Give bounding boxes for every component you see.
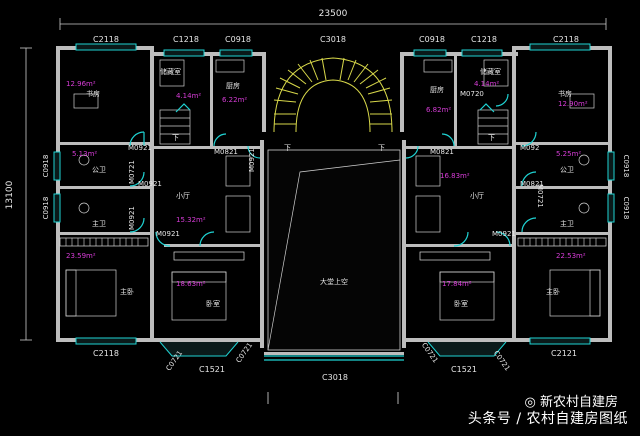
room-name: 主卫 [560, 219, 574, 228]
room-name: 小厅 [470, 191, 484, 200]
central-void [267, 149, 401, 351]
window-label-top: C0918 [419, 35, 445, 44]
room-name: 储藏室 [480, 67, 501, 76]
window-label-bottom: C2121 [551, 349, 577, 358]
door-label: M0720 [460, 90, 484, 98]
window-label-bottom: C3018 [322, 373, 348, 382]
window-label-top: C1218 [471, 35, 497, 44]
stair-down-label: 下 [284, 144, 291, 152]
room-name: 书房 [558, 89, 572, 98]
room-area: 4.14m² [176, 92, 201, 100]
room-area: 4.14m² [474, 80, 499, 88]
room-area: 5.25m² [556, 150, 581, 158]
room-name: 书房 [86, 89, 100, 98]
room-name: 小厅 [176, 191, 190, 200]
room-name: 储藏室 [160, 67, 181, 76]
room-name: 主卫 [92, 219, 106, 228]
window-label-top: C2118 [553, 35, 579, 44]
window-label-top: C3018 [320, 35, 346, 44]
watermark-brand-text: 新农村自建房 [539, 395, 618, 410]
window-label-left: C0918 [42, 155, 50, 178]
door-label: M0721 [128, 160, 136, 184]
room-name: 卧室 [206, 299, 220, 308]
door-labels: M0921 M0721 M0921 M0921 M0821 M0921 M092… [128, 90, 544, 238]
window-label-top: C2118 [93, 35, 119, 44]
door-label: M092 [520, 144, 539, 152]
room-name: 厨房 [430, 85, 444, 94]
window-label-bottom: C1521 [199, 365, 225, 374]
top-dimension-line: 23500 [59, 9, 607, 30]
curved-staircase [273, 57, 393, 133]
door-label: M0921 [492, 230, 516, 238]
room-area: 12.96m² [66, 80, 96, 88]
window-label-bottom: C0721 [492, 349, 512, 372]
left-small-stair [159, 103, 191, 145]
door-label: M0921 [156, 230, 180, 238]
axis-ticks [267, 392, 399, 404]
window-label-bottom: C2118 [93, 349, 119, 358]
window-label-bottom: C0721 [235, 341, 255, 364]
door-label: M0921 [248, 148, 256, 172]
room-labels: 12.96m² 书房 储藏室 4.14m² 厨房 6.22m² 5.13m² 公… [66, 67, 588, 308]
room-area: 12.90m² [558, 100, 588, 108]
right-small-stair [477, 103, 509, 145]
room-area: 6.22m² [222, 96, 247, 104]
stair-down-label: 下 [488, 134, 495, 142]
room-name: 主卧 [546, 287, 560, 296]
door-label: M0821 [520, 180, 544, 188]
top-total-dimension: 23500 [319, 9, 348, 19]
left-total-dimension: 13100 [5, 180, 15, 209]
room-area: 15.32m² [176, 216, 206, 224]
bay-windows [159, 341, 507, 361]
window-bars [53, 43, 615, 345]
room-area: 6.82m² [426, 106, 451, 114]
room-area: 16.83m² [440, 172, 470, 180]
door-label: M0921 [128, 206, 136, 230]
beds [65, 269, 601, 321]
door-label: M0921 [138, 180, 162, 188]
void-label: 大堂上空 [320, 277, 348, 286]
stair-marks: 下 下 下 下 [172, 134, 495, 152]
room-name: 公卫 [560, 166, 574, 174]
stair-down-label: 下 [378, 144, 385, 152]
fixtures [73, 59, 595, 233]
watermark-brand: ◎ 新农村自建房 [525, 391, 619, 410]
door-label: M0821 [214, 148, 238, 156]
window-label-right: C0918 [622, 197, 630, 220]
door-label: M0821 [430, 148, 454, 156]
door-label: M0721 [536, 184, 544, 208]
room-name: 主卧 [120, 287, 134, 296]
stair-down-label: 下 [172, 134, 179, 142]
room-name: 卧室 [454, 299, 468, 308]
window-label-bottom: C0721 [165, 349, 185, 372]
left-dimension-line: 13100 [5, 47, 32, 341]
door-swings [129, 93, 537, 247]
window-label-left: C0918 [42, 197, 50, 220]
room-name: 公卫 [92, 166, 106, 174]
wechat-icon: ◎ [524, 395, 536, 410]
window-label-bottom: C1521 [451, 365, 477, 374]
room-area: 22.53m² [556, 252, 586, 260]
room-area: 17.84m² [442, 280, 472, 288]
window-label-right: C0918 [622, 155, 630, 178]
wardrobes [59, 237, 607, 261]
window-label-top: C0918 [225, 35, 251, 44]
room-area: 18.63m² [176, 280, 206, 288]
watermark-source: 头条号 / 农村自建房图纸 [467, 411, 628, 427]
room-area: 5.13m² [72, 150, 97, 158]
window-label-top: C1218 [173, 35, 199, 44]
room-area: 23.59m² [66, 252, 96, 260]
room-name: 厨房 [226, 81, 240, 90]
door-label: M0921 [128, 144, 152, 152]
